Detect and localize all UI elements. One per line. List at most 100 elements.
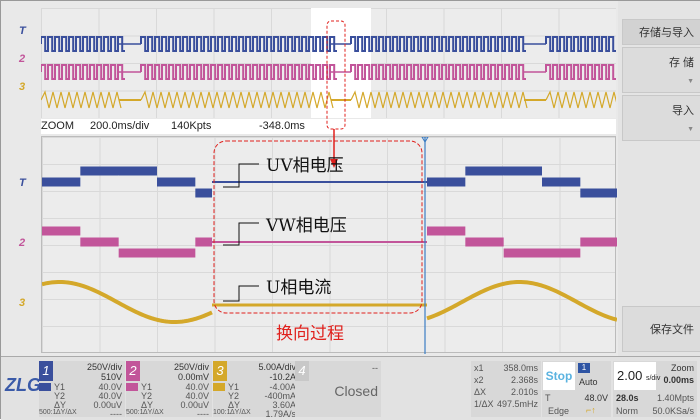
trigger-level[interactable]: 48.0V (584, 393, 608, 403)
dy-label: ΔY (228, 400, 241, 410)
right-menu-panel: 存储与导入 存 储▼ 导入 ▼ 保存文件 (618, 1, 700, 356)
dy-value: 0.00uV (180, 400, 209, 410)
main-ch2-marker[interactable]: 2 (19, 237, 26, 249)
probe-ratio: 500:1 (39, 409, 57, 416)
dydx-value: ---- (110, 409, 122, 419)
arrow-head-icon (330, 159, 338, 168)
y1-value: -4.00A (269, 382, 296, 392)
ch2-overview-trace (140, 64, 337, 80)
dropdown-arrow-icon: ▼ (687, 78, 694, 85)
save-import-menu-title[interactable]: 存储与导入 (622, 19, 700, 45)
ch1-offset[interactable]: 510V (100, 372, 122, 382)
ch3-overview-trace (41, 90, 122, 109)
ch2-number: 2 (126, 361, 140, 381)
timebase-panel[interactable]: 2.00 s/div Zoom 0.00ms 28.0s 1.40Mpts No… (613, 361, 697, 417)
ch3-overview-trace (140, 90, 334, 109)
horizontal-position[interactable]: 28.0s (616, 393, 639, 403)
y2-label: Y2 (141, 391, 153, 401)
ch4-scale: -- (372, 363, 378, 373)
ch1-overview-trace (140, 36, 337, 52)
ch4-status: Closed (334, 383, 378, 399)
ch3-overview-trace (545, 90, 616, 109)
main-waveform-area[interactable] (41, 136, 617, 354)
y2-value: 40.0V (98, 391, 122, 401)
import-button[interactable]: 导入 ▼ (622, 95, 700, 141)
vw-pointer (223, 222, 259, 246)
y1-value: 40.0V (98, 382, 122, 392)
ch3-main-trace (42, 280, 213, 324)
ch1-overview-trace (545, 36, 616, 52)
dydx-value: ---- (197, 409, 209, 419)
y1-label: Y1 (228, 382, 240, 392)
zoom-info-bar: ZOOM 200.0ms/div 140Kpts -348.0ms (41, 119, 616, 134)
overview-ch2-marker[interactable]: 2 (19, 53, 26, 65)
x2-label: x2 (474, 375, 484, 385)
trigger-type[interactable]: Edge (548, 406, 570, 416)
uv-voltage-label: UV相电压 (266, 156, 344, 176)
timebase-value[interactable]: 2.00 s/div (614, 362, 660, 390)
ch1-main-trace (427, 166, 617, 198)
zoom-offset: -348.0ms (259, 120, 305, 132)
ch2-offset[interactable]: 0.00mV (177, 372, 209, 382)
trigger-level-label: T (545, 393, 551, 403)
zoom-position: 0.00ms (663, 375, 694, 385)
dy-label: ΔY (54, 400, 67, 410)
dy-value: 0.00uV (93, 400, 122, 410)
ch4-info[interactable]: 4 -- Closed (295, 361, 381, 417)
ch1-info[interactable]: 1 250V/div 510V Y1 40.0V Y2 40.0V ΔY 0.00uV… (39, 361, 125, 419)
dydx-label: ΔY/ΔX (143, 409, 164, 416)
y2-label: Y2 (228, 391, 240, 401)
overview-commutation-box (326, 20, 346, 130)
zoom-points: 140Kpts (171, 120, 212, 132)
run-stop-button[interactable]: Stop (543, 362, 575, 390)
timebase-unit: s/div (645, 375, 661, 382)
ch3-scale[interactable]: 5.00A/div (258, 362, 296, 372)
y2-label: Y2 (54, 391, 66, 401)
y1-label: Y1 (54, 382, 66, 392)
sample-rate: 50.0KSa/s (652, 406, 694, 416)
ch1-overview-trace (41, 36, 125, 52)
dropdown-arrow-icon: ▼ (687, 126, 694, 133)
ch2-overview-trace (41, 64, 125, 80)
overview-waveform-area[interactable] (41, 8, 616, 118)
ch2-overview-trace (350, 64, 526, 80)
u-pointer (223, 285, 259, 302)
probe-ratio: 500:1 (126, 409, 144, 416)
save-file-button[interactable]: 保存文件 (622, 306, 700, 352)
main-commutation-box (213, 140, 423, 314)
ch1-number: 1 (39, 361, 53, 381)
ch2-overview-trace (545, 64, 616, 80)
probe-ratio: 100:1 (213, 409, 231, 416)
trigger-source[interactable]: 1 (578, 363, 590, 373)
main-ch3-marker[interactable]: 3 (19, 297, 26, 309)
ch2-main-trace (42, 226, 212, 258)
trigger-position-icon (421, 137, 429, 143)
main-traces (42, 137, 617, 354)
trigger-mode[interactable]: Auto (579, 377, 598, 387)
dc-coupling-icon (126, 383, 138, 391)
u-current-label: U相电流 (266, 278, 332, 298)
overview-ch3-marker[interactable]: 3 (19, 81, 26, 93)
ch3-main-trace (426, 280, 617, 322)
ch1-scale[interactable]: 250V/div (86, 362, 122, 372)
ch3-overview-trace (350, 90, 528, 109)
ch4-number: 4 (295, 361, 309, 381)
vw-voltage-label: VW相电压 (266, 216, 347, 236)
ch3-offset[interactable]: -10.2A (269, 372, 296, 382)
y1-label: Y1 (141, 382, 153, 392)
ch2-scale[interactable]: 250V/div (173, 362, 209, 372)
dx-value: 2.010s (510, 387, 538, 397)
dc-coupling-icon (39, 383, 51, 391)
import-label: 导入 (672, 105, 694, 117)
main-ch1-marker[interactable]: T (19, 177, 26, 189)
overview-ch1-marker[interactable]: T (19, 25, 26, 37)
acquisition-mode[interactable]: Norm (616, 406, 638, 416)
save-button[interactable]: 存 储▼ (622, 47, 700, 93)
inv-dx-value: 497.5mHz (496, 399, 538, 409)
x2-value: 2.368s (510, 375, 538, 385)
